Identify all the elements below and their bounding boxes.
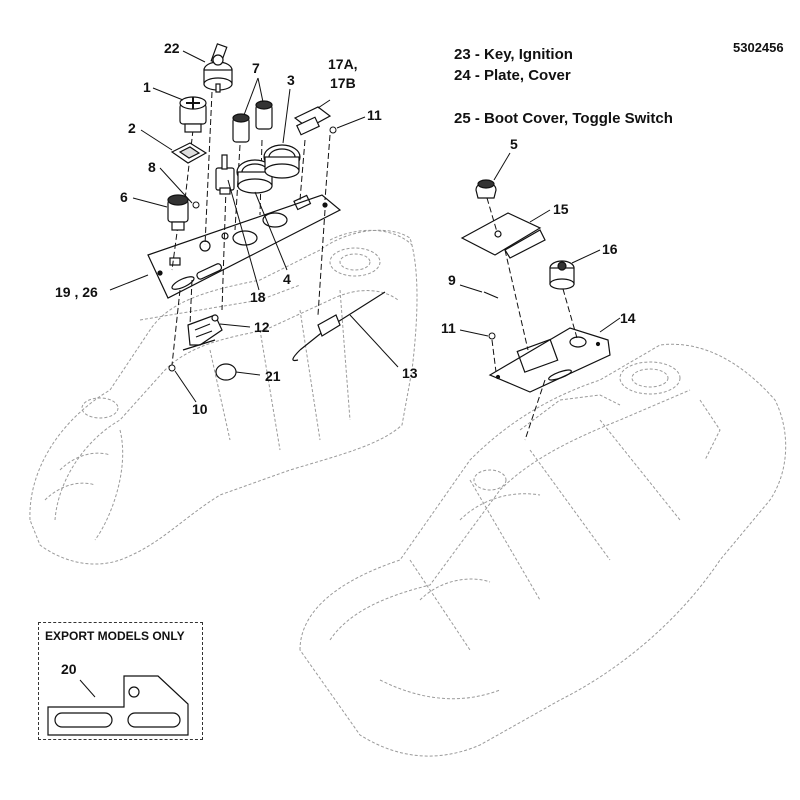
callout-13: 13 [402,365,418,381]
nut-8 [192,201,200,209]
bracket-12 [182,314,223,351]
callout-17b: 17B [330,75,356,91]
callout-3: 3 [287,72,295,88]
screw-11-right [488,332,496,340]
callout-1: 1 [143,79,151,95]
export-box-title: EXPORT MODELS ONLY [45,629,185,643]
screw-11-left [329,126,337,134]
callout-4: 4 [283,271,291,287]
callout-2: 2 [128,120,136,136]
callout-18: 18 [250,289,266,305]
leader-lines [79,50,621,698]
right-cover-plate-14 [488,327,611,393]
key-switch-16 [549,260,575,290]
right-assembly-lines [486,197,578,441]
right-chassis-outline [299,343,787,757]
callout-14: 14 [620,310,636,326]
toggle-switch-18 [215,154,235,195]
callout-17a: 17A, [328,56,358,72]
export-models-box: EXPORT MODELS ONLY [38,622,203,740]
callout-10: 10 [192,401,208,417]
callout-21: 21 [265,368,281,384]
document-number: 5302456 [733,40,784,55]
gauges-3 [236,144,301,194]
callout-11-right: 11 [441,320,456,336]
legend-item-25: 25 - Boot Cover, Toggle Switch [454,110,673,127]
callout-9: 9 [448,272,456,288]
callout-16: 16 [602,241,618,257]
callout-7: 7 [252,60,260,76]
cable-13 [292,291,386,362]
pin-9 [483,291,499,299]
switch-1 [179,96,207,133]
callout-15: 15 [553,201,569,217]
bezel-2 [170,142,208,164]
export-plate-20 [47,675,189,736]
callout-6: 6 [120,189,128,205]
legend-item-24: 24 - Plate, Cover [454,67,571,84]
callout-20: 20 [61,661,77,677]
callout-22: 22 [164,40,180,56]
ignition-switch-22 [203,43,233,93]
callout-11-left: 11 [367,107,382,123]
callout-19-26: 19 , 26 [55,284,98,300]
plate-15 [460,212,546,259]
callout-12: 12 [254,319,270,335]
indicator-6 [167,194,189,231]
boot-5 [475,179,497,199]
switch-17 [293,106,332,136]
plug-21 [215,363,237,381]
callout-8: 8 [148,159,156,175]
legend-item-23: 23 - Key, Ignition [454,46,573,63]
left-chassis-outline [29,229,418,565]
lamps-7 [232,100,273,143]
callout-5: 5 [510,136,518,152]
nut-10 [168,364,176,372]
